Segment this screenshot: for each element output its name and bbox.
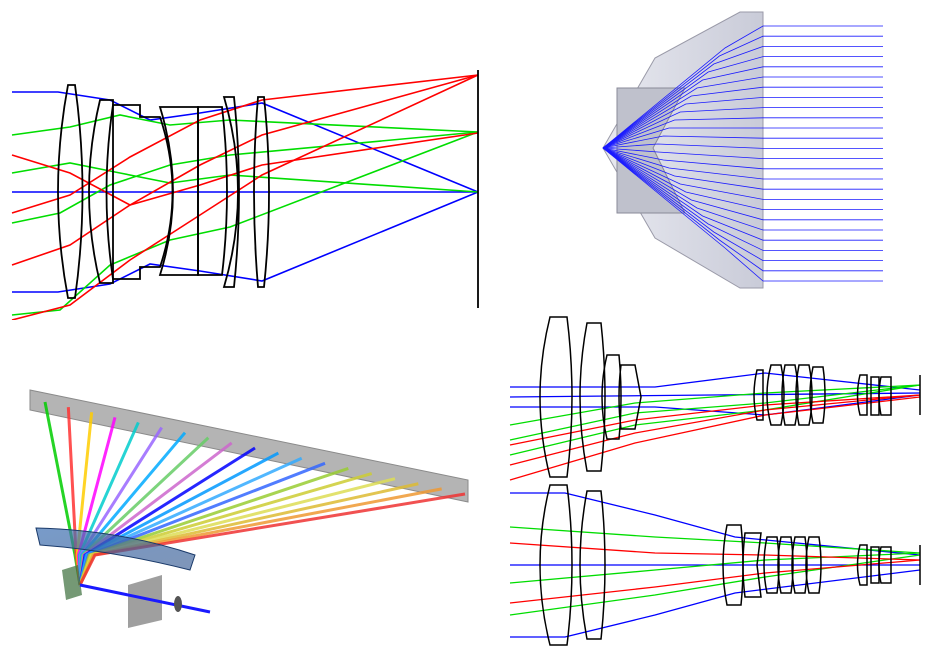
double-gauss-diagram — [11, 70, 479, 320]
condenser-ray — [602, 25, 883, 149]
condenser-ray — [602, 147, 883, 282]
condenser-ray — [602, 127, 883, 149]
condenser-ray — [602, 147, 883, 231]
condenser-ray — [602, 147, 883, 170]
condenser-ray — [602, 147, 883, 251]
condenser-ray — [602, 76, 883, 149]
condenser-ray — [602, 56, 883, 149]
condenser-diagram — [602, 11, 883, 289]
spectrometer-diagram — [29, 389, 469, 628]
condenser-ray — [602, 143, 883, 149]
panel-zoom-lens-pair — [505, 315, 927, 655]
condenser-ray — [602, 35, 883, 149]
condenser-ray — [602, 147, 883, 262]
condenser-ray — [602, 147, 883, 272]
condenser-ray — [602, 147, 883, 200]
condenser-ray — [602, 86, 883, 149]
condenser-ray — [602, 147, 883, 211]
condenser-ray — [602, 147, 883, 160]
condenser-ray — [602, 147, 883, 241]
condenser-ray — [602, 46, 883, 149]
condenser-ray — [602, 147, 883, 180]
condenser-ray — [602, 66, 883, 149]
panel-double-gauss-lens — [0, 55, 500, 320]
panel-condenser-fan — [595, 8, 895, 298]
panel-spectrometer — [0, 380, 480, 635]
condenser-ray — [602, 135, 883, 149]
condenser-ray — [602, 97, 883, 149]
condenser-ray — [602, 107, 883, 149]
condenser-ray — [602, 147, 883, 190]
condenser-ray — [602, 117, 883, 149]
condenser-ray — [602, 147, 883, 221]
zoom-lens-diagram — [509, 316, 921, 646]
spectral-ray — [43, 401, 82, 586]
spectral-ray — [78, 492, 466, 586]
